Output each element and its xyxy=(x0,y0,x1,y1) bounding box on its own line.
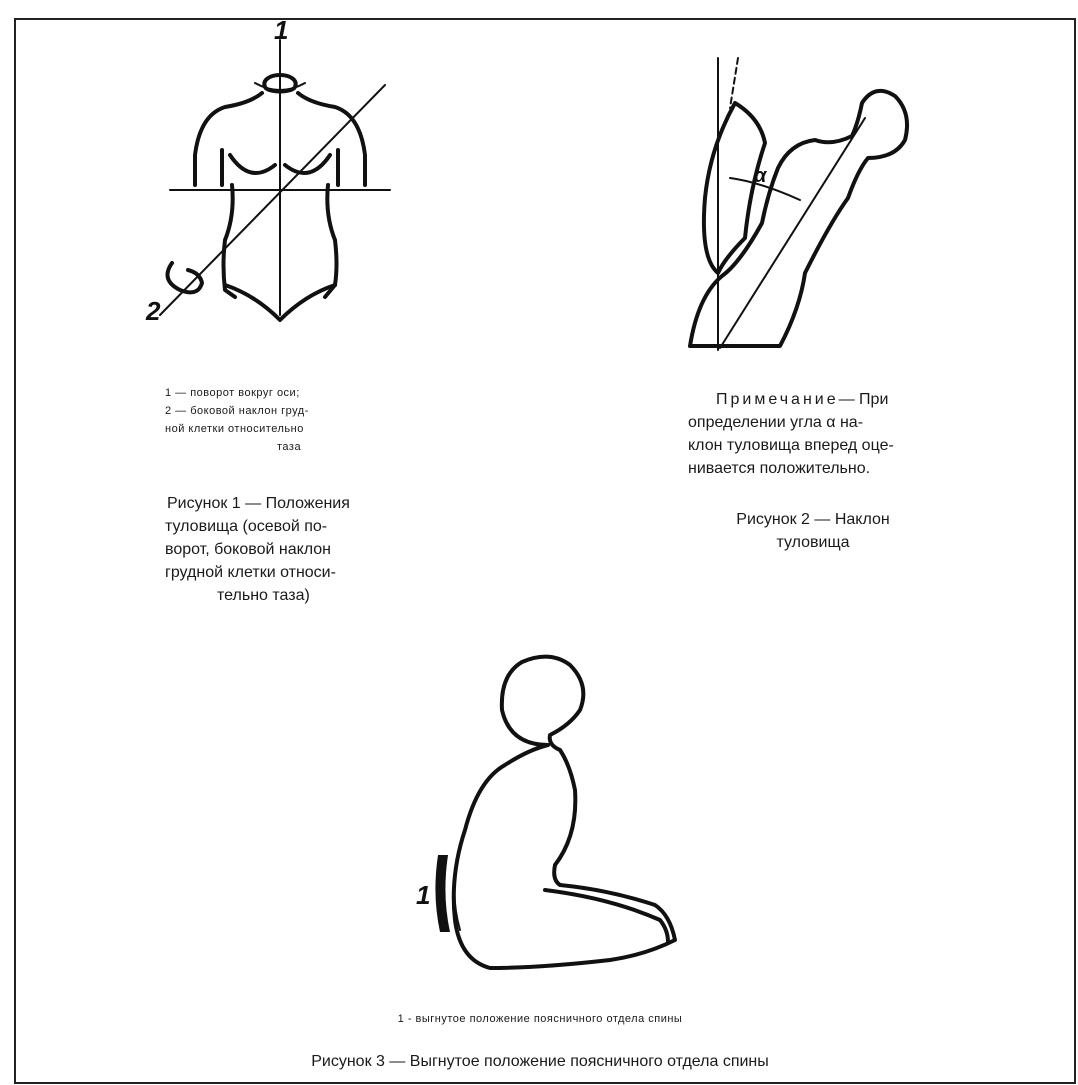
figure1-legend-line-4: таза xyxy=(165,438,395,456)
figure1-caption-line-1: Рисунок 1 — Положения xyxy=(165,492,395,515)
figure1-torso-diagram: 1 2 xyxy=(140,15,420,335)
figure1-caption: Рисунок 1 — Положения туловища (осевой п… xyxy=(165,492,395,607)
figure1-caption-line-3: ворот, боковой наклон xyxy=(165,538,395,561)
figure1-axis2-label: 2 xyxy=(145,296,161,326)
figure2-caption-line-1: Рисунок 2 — Наклон xyxy=(688,508,938,531)
figure1-caption-line-5: тельно таза) xyxy=(165,584,395,607)
angle-alpha-label: α xyxy=(754,165,768,187)
figure2-caption: Рисунок 2 — Наклон туловища xyxy=(688,508,938,554)
dashed-line xyxy=(730,58,738,108)
figure2-caption-line-2: туловища xyxy=(688,531,938,554)
seated-body-silhouette xyxy=(454,657,675,968)
right-torso-side xyxy=(325,185,337,297)
figure3-marker-label: 1 xyxy=(416,880,430,910)
figure1-caption-line-4: грудной клетки относи- xyxy=(165,561,395,584)
figure1-legend-line-2: 2 — боковой наклон груд- xyxy=(165,402,395,420)
figure3-caption: Рисунок 3 — Выгнутое положение пояснично… xyxy=(200,1050,880,1073)
figure2-note-line-2: определении угла α на- xyxy=(688,411,938,434)
figure1-legend-line-3: ной клетки относительно xyxy=(165,420,395,438)
figure2-note-line-1: Примечание— При xyxy=(688,388,938,411)
figure1-axis1-label: 1 xyxy=(274,15,288,45)
figure2-note-line-4: нивается положительно. xyxy=(688,457,938,480)
figure2-note: Примечание— При определении угла α на- к… xyxy=(688,388,938,480)
figure2-note-head: Примечание xyxy=(716,391,839,408)
figure3-legend: 1 - выгнутое положение поясничного отдел… xyxy=(250,1010,830,1028)
figure2-note-head-tail: — При xyxy=(839,391,889,408)
lumbar-marker xyxy=(435,855,450,932)
figure2-note-line-3: клон туловища вперед оце- xyxy=(688,434,938,457)
figure1-legend-line-1: 1 — поворот вокруг оси; xyxy=(165,384,395,402)
figure2-forward-bend-diagram: α xyxy=(680,58,940,358)
figure1-caption-line-2: туловища (осевой по- xyxy=(165,515,395,538)
figure3-seated-posture-diagram: 1 xyxy=(410,650,700,980)
figure1-legend: 1 — поворот вокруг оси; 2 — боковой накл… xyxy=(165,384,395,456)
thigh-line xyxy=(545,890,668,942)
upright-torso-silhouette xyxy=(704,103,765,273)
